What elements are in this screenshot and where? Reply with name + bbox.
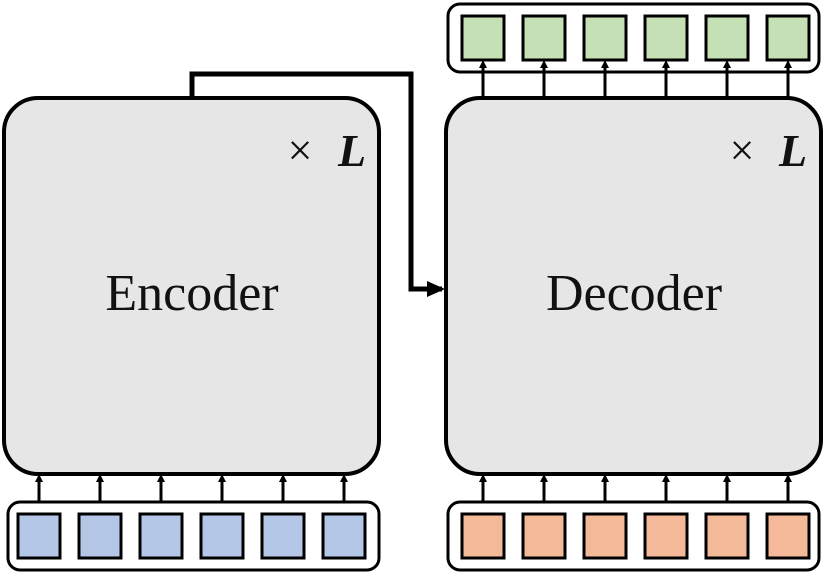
decoder-output-token: [582, 14, 628, 62]
decoder-input-tokens: [460, 474, 811, 560]
encoder-input-token: [138, 512, 184, 560]
decoder-repeat-symbol: ×: [730, 126, 755, 175]
decoder-output-token: [704, 14, 750, 62]
decoder-output-token: [521, 14, 567, 62]
decoder-output-token: [643, 14, 689, 62]
decoder-input-token: [460, 512, 506, 560]
encoder-to-decoder-arrow: [189, 71, 445, 297]
decoder-output-token: [765, 14, 811, 62]
encoder-input-token: [321, 512, 367, 560]
encoder-input-tokens: [16, 474, 367, 560]
decoder-input-token: [765, 512, 811, 560]
decoder-input-token: [521, 512, 567, 560]
decoder-repeat-var: L: [778, 125, 807, 176]
encoder-input-token: [16, 512, 62, 560]
encoder-repeat-var: L: [337, 125, 366, 176]
encoder-title: Encoder: [105, 265, 278, 322]
decoder-output-tokens: [460, 14, 811, 98]
encoder-repeat-symbol: ×: [288, 126, 313, 175]
encoder-input-token: [77, 512, 123, 560]
decoder-input-token: [643, 512, 689, 560]
encoder-input-token: [260, 512, 306, 560]
decoder-block: Decoder × L: [444, 96, 823, 476]
encoder-block: Encoder × L: [2, 96, 381, 476]
decoder-input-token: [704, 512, 750, 560]
decoder-input-token: [582, 512, 628, 560]
decoder-title: Decoder: [546, 265, 722, 322]
decoder-output-token: [460, 14, 506, 62]
encoder-input-token: [199, 512, 245, 560]
